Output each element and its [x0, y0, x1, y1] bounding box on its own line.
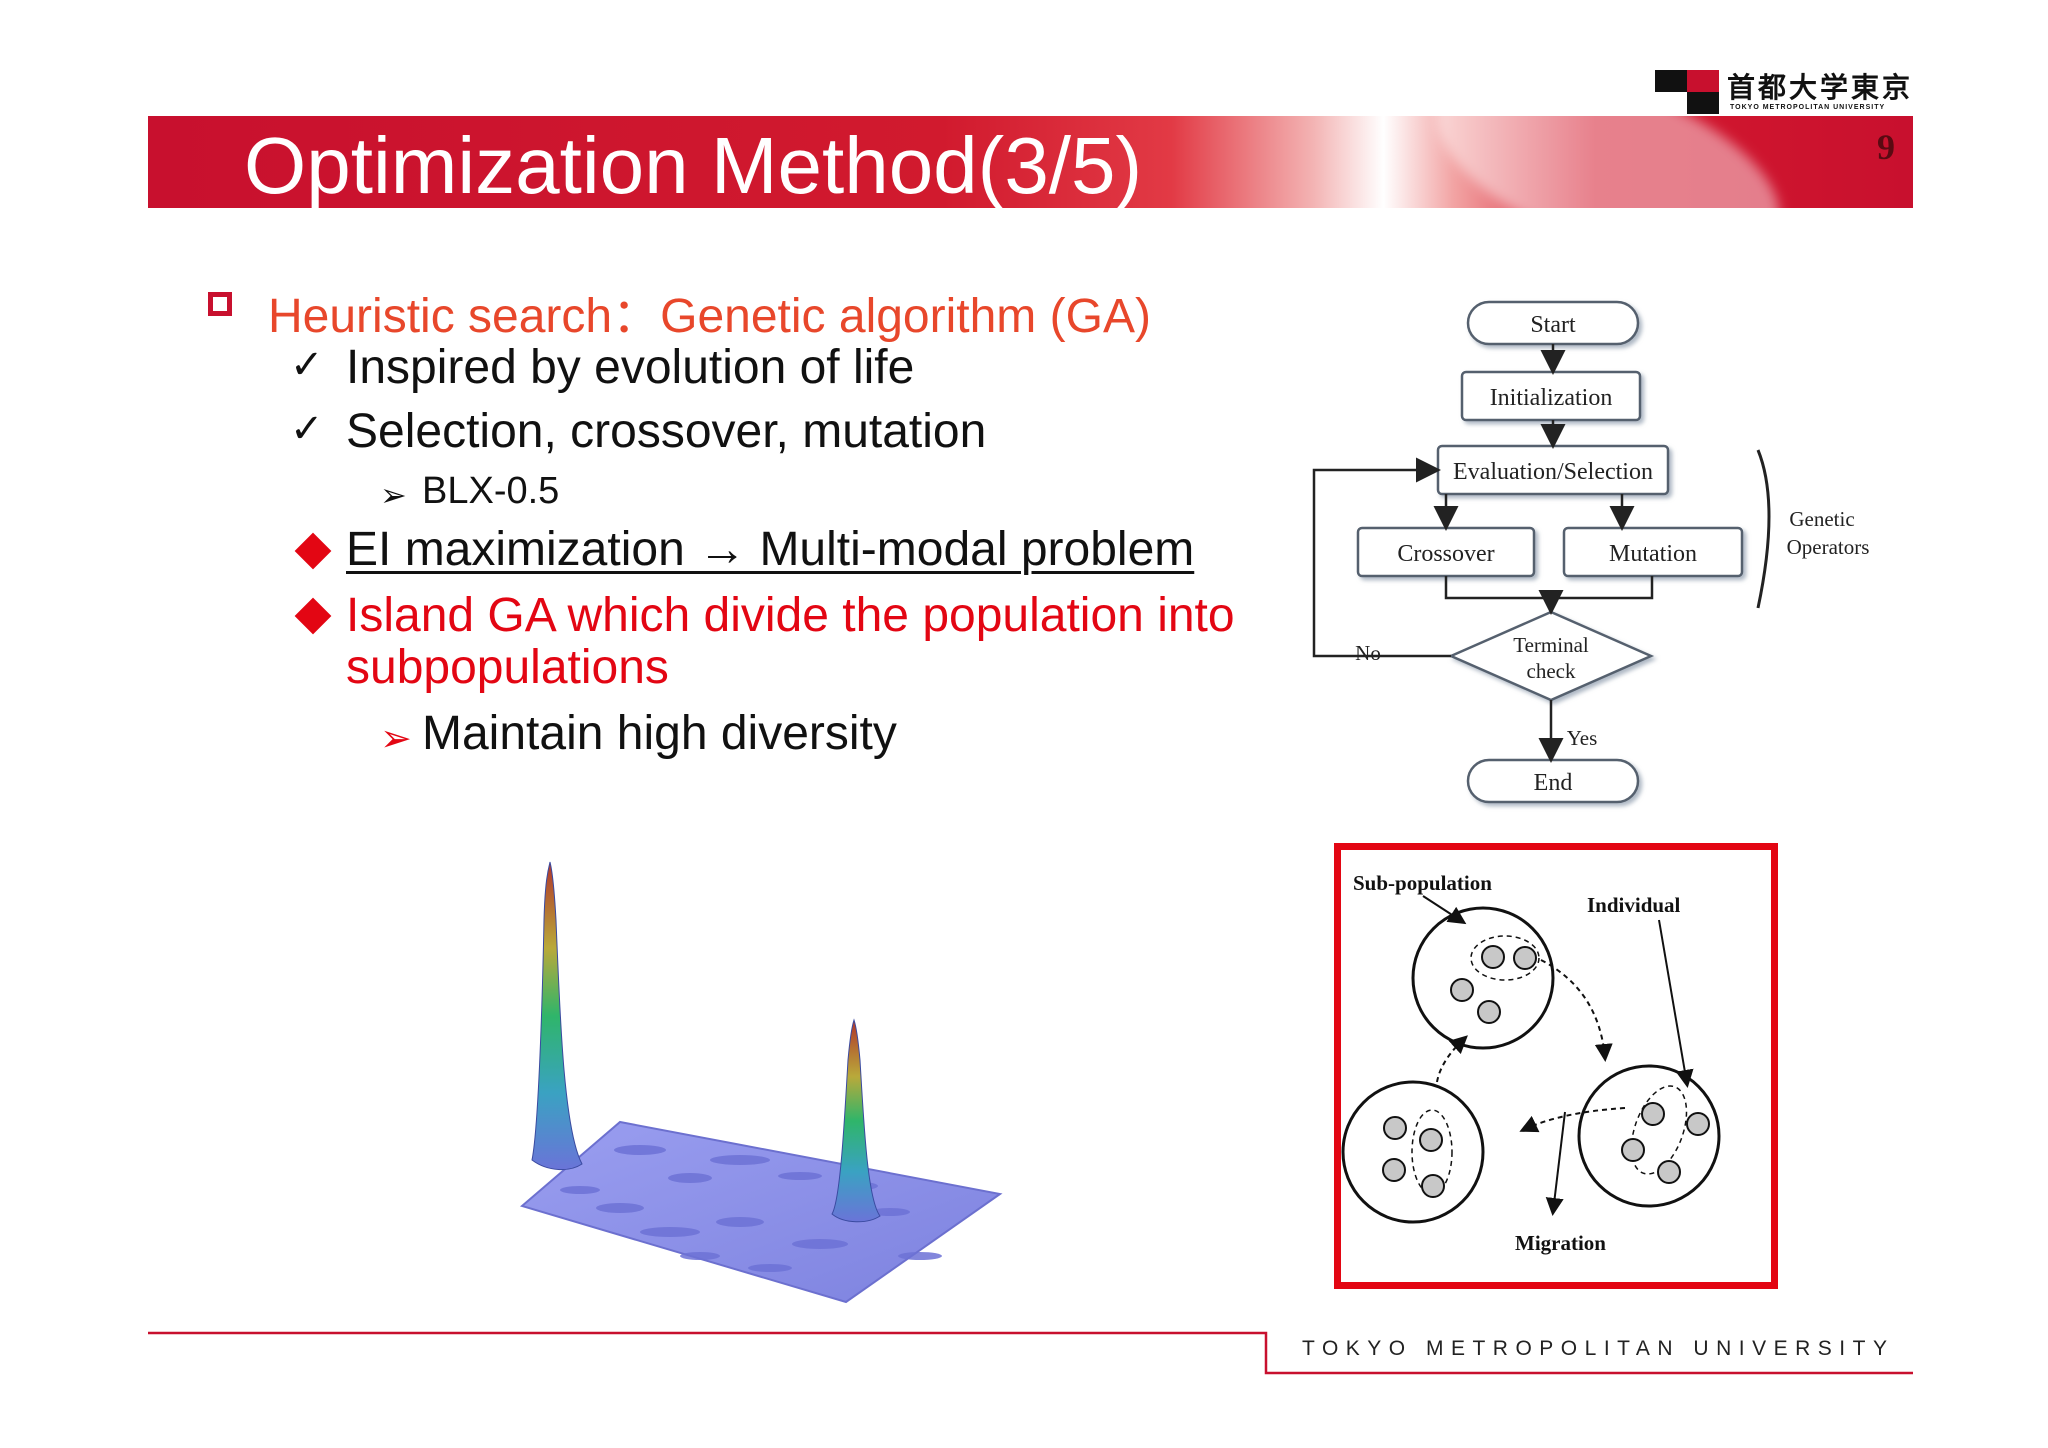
bullet-genetic-algorithm: Heuristic search：Genetic algorithm (GA) [268, 290, 1151, 343]
flow-start-label: Start [1530, 312, 1576, 338]
logo-english-name: TOKYO METROPOLITAN UNIVERSITY [1730, 104, 1886, 111]
flow-mutation-label: Mutation [1609, 541, 1697, 567]
flow-init-label: Initialization [1490, 385, 1613, 411]
flow-yes-label: Yes [1567, 726, 1598, 750]
check-bullet-icon: ✓ [290, 343, 324, 387]
subpopulation-island [1577, 1064, 1721, 1208]
flow-no-label: No [1355, 641, 1381, 665]
arrow-bullet-icon: ➢ [380, 477, 407, 513]
university-logo-icon [1655, 70, 1719, 114]
flow-check-label: check [1527, 659, 1576, 683]
footer-rule [148, 1331, 1913, 1375]
diamond-bullet-icon [294, 597, 332, 635]
bullet-island-ga-line2: subpopulations [346, 641, 669, 694]
bullet-ei-maximization: EI maximization → Multi-modal problem [346, 523, 1195, 576]
bullet-inspired: Inspired by evolution of life [346, 341, 915, 394]
slide-title: Optimization Method(3/5) [244, 121, 1143, 210]
genetic-label: Genetic [1789, 507, 1854, 531]
arrow-bullet-icon: ➢ [380, 718, 412, 760]
subpopulation-label: Sub-population [1353, 871, 1492, 895]
subpopulation-island [1341, 1080, 1485, 1224]
title-banner [148, 116, 1913, 208]
individual-label: Individual [1587, 893, 1681, 917]
flow-crossover-label: Crossover [1397, 541, 1494, 567]
flow-terminal-label: Terminal [1513, 633, 1589, 657]
square-bullet-icon [208, 292, 232, 316]
flow-eval-label: Evaluation/Selection [1453, 459, 1653, 485]
footer-university-name: TOKYO METROPOLITAN UNIVERSITY [1302, 1337, 1895, 1360]
operators-label: Operators [1787, 535, 1870, 559]
diamond-bullet-icon [294, 532, 332, 570]
logo-japanese-name: 首都大学東京 [1727, 72, 1914, 103]
bullet-diversity: Maintain high diversity [422, 707, 897, 760]
multimodal-surface-plot [519, 861, 1003, 1304]
bullet-island-ga-line1: Island GA which divide the population in… [346, 589, 1235, 642]
bullet-selection: Selection, crossover, mutation [346, 405, 987, 458]
flow-end-label: End [1534, 770, 1573, 796]
bullet-blx: BLX-0.5 [422, 470, 560, 512]
ga-flowchart: Start Initialization Evaluation/Selectio… [1312, 300, 1870, 804]
check-bullet-icon: ✓ [290, 407, 324, 451]
island-model-figure: Sub-population Individual Migration [1334, 843, 1778, 1289]
migration-label: Migration [1515, 1231, 1606, 1255]
page-number: 9 [1877, 127, 1895, 167]
subpopulation-island [1411, 906, 1555, 1050]
